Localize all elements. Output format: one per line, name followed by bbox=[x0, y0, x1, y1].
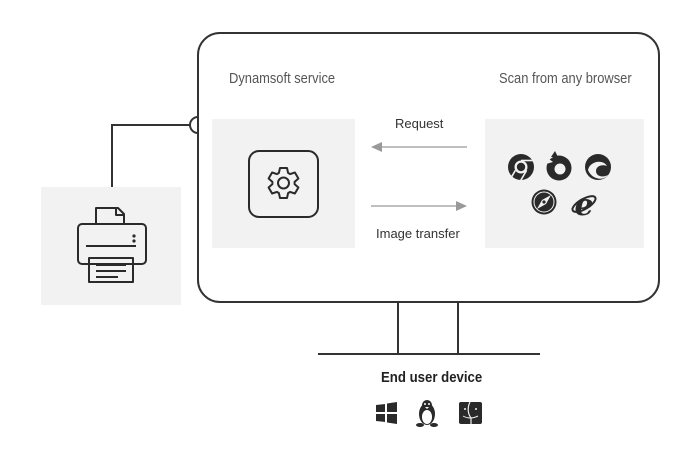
edge-icon bbox=[585, 154, 611, 180]
connector-line bbox=[111, 116, 207, 190]
gear-hub bbox=[277, 176, 290, 190]
device-label: End user device bbox=[381, 369, 483, 386]
printer-led bbox=[132, 239, 136, 243]
linux-icon bbox=[416, 400, 438, 427]
service-box bbox=[248, 150, 319, 218]
windows-icon bbox=[376, 402, 397, 424]
mac-icon bbox=[459, 401, 482, 424]
safari-icon bbox=[531, 189, 557, 215]
request-arrow bbox=[371, 142, 467, 152]
service-title: Dynamsoft service bbox=[229, 70, 336, 87]
browser-title: Scan from any browser bbox=[499, 70, 632, 87]
scanner-panel bbox=[41, 187, 181, 305]
monitor-stand bbox=[318, 302, 540, 355]
transfer-arrow bbox=[371, 201, 467, 211]
browsers-panel: e bbox=[485, 119, 644, 248]
printer-icon bbox=[77, 207, 147, 283]
printer-led bbox=[132, 234, 136, 238]
chrome-icon bbox=[508, 154, 534, 182]
gear-icon bbox=[267, 167, 300, 199]
request-label: Request bbox=[395, 116, 444, 131]
service-panel bbox=[212, 119, 355, 248]
transfer-label: Image transfer bbox=[376, 226, 460, 241]
ie-icon: e bbox=[571, 188, 597, 223]
firefox-icon bbox=[546, 151, 572, 181]
